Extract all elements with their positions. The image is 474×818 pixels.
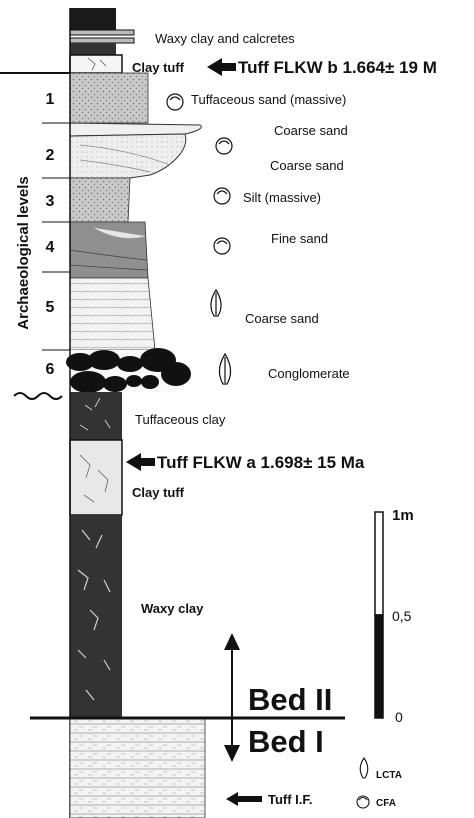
label-tuff-b: Tuff FLKW b 1.664± 19 M [238,58,437,77]
layer-waxy-clay-calcrete [70,43,116,55]
layer-top-cap [70,8,116,30]
arrow-down-icon [224,745,240,762]
tuff-b-arrow [207,58,236,76]
level-boundaries [0,72,70,351]
cfa-icon [213,187,231,205]
label-coarse-sand-1: Coarse sand [274,123,348,138]
level-3: 3 [46,193,55,210]
archaeological-levels-label: Archaeological levels [15,176,32,329]
layer-tuffaceous-sand [69,72,149,124]
layer-clay-tuff-top [69,54,123,74]
artifact-icons [166,93,233,385]
scale-label-top: 1m [392,507,414,524]
layer-tuffaceous-clay [70,392,122,440]
label-tuffaceous-sand: Tuffaceous sand (massive) [191,92,346,107]
arrow-up-icon [224,633,240,650]
scale-label-mid: 0,5 [392,608,412,624]
level-4: 4 [46,239,55,256]
lcta-icon [210,288,222,317]
layer-bed-i [69,717,206,818]
label-waxy-clay-calcretes: Waxy clay and calcretes [155,31,295,46]
label-fine-sand: Fine sand [271,231,328,246]
tuff-if-arrow [226,792,262,806]
legend-cfa-label: CFA [376,798,396,809]
level-2: 2 [46,147,55,164]
level-6: 6 [46,361,55,378]
label-silt: Silt (massive) [243,190,321,205]
label-conglomerate: Conglomerate [268,366,350,381]
cfa-icon [213,237,231,255]
label-tuffaceous-clay: Tuffaceous clay [135,412,226,427]
label-coarse-sand-3: Coarse sand [245,311,319,326]
lcta-icon [218,352,232,385]
label-bed-i: Bed I [248,724,324,759]
cfa-icon [166,93,184,111]
stratigraphic-column [66,8,206,818]
level-numbers: 1 2 3 4 5 6 [46,91,55,378]
label-coarse-sand-2: Coarse sand [270,158,344,173]
level-5: 5 [46,299,55,316]
cfa-icon [215,137,233,155]
label-bed-ii: Bed II [248,682,332,717]
layer-clay-tuff-mid [69,439,123,516]
unconformity-wavy-line [13,392,63,400]
calcrete-bar-2 [69,37,135,44]
calcrete-bar-1 [69,29,135,36]
legend: LCTA CFA [356,757,402,809]
legend-lcta-label: LCTA [376,770,402,781]
layer-coarse-sand-laminated [69,277,156,351]
legend-cfa-icon [356,795,370,809]
scale-bar: 1m 0,5 0 [374,507,414,725]
label-clay-tuff-top: Clay tuff [132,60,185,75]
legend-lcta-icon [359,757,369,779]
label-clay-tuff-mid: Clay tuff [132,485,185,500]
level-1: 1 [46,91,55,108]
label-tuff-a: Tuff FLKW a 1.698± 15 Ma [157,453,365,472]
layer-silt [69,177,131,223]
label-waxy-clay: Waxy clay [141,601,204,616]
tuff-a-arrow [126,453,155,471]
scale-label-bottom: 0 [395,709,403,725]
label-tuff-if: Tuff I.F. [268,792,313,807]
